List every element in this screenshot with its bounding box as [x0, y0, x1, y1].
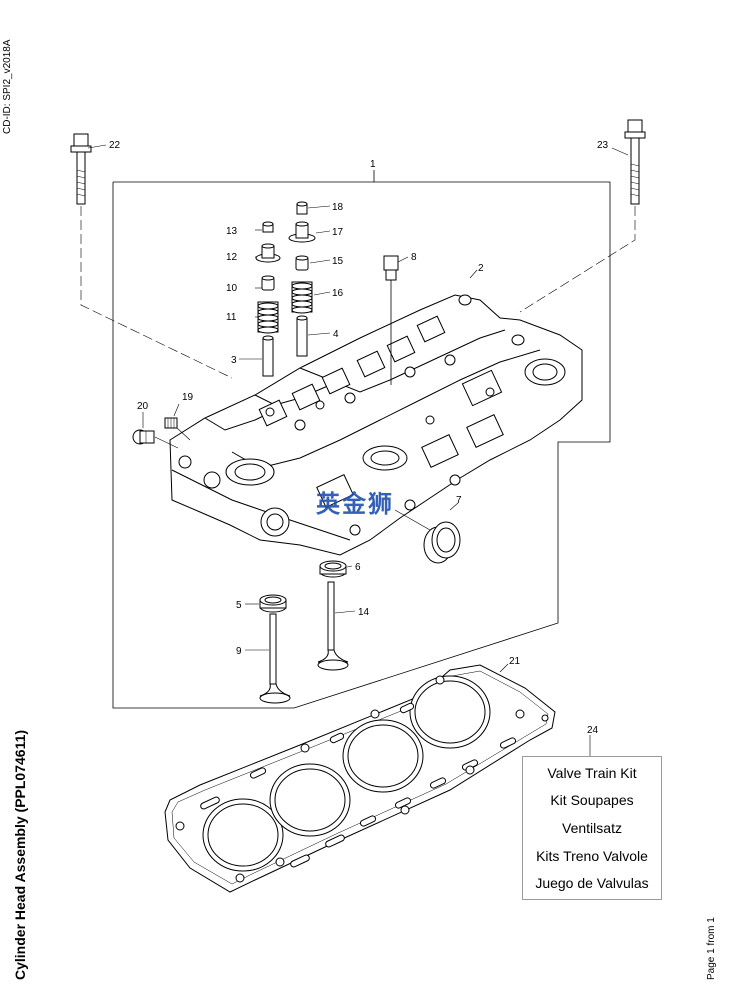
retainer-12 [255, 243, 281, 263]
callout-10: 10 [226, 283, 238, 294]
bolt-22 [70, 133, 92, 205]
valve-9 [259, 613, 291, 704]
callout-7: 7 [456, 495, 462, 506]
spring-16 [291, 281, 313, 314]
spring-11 [257, 301, 279, 334]
valve-14 [317, 581, 349, 671]
callout-13: 13 [226, 226, 238, 237]
valve-guide-3 [262, 335, 274, 377]
seal-15 [295, 255, 309, 271]
callout-20: 20 [137, 401, 149, 412]
seal-7 [423, 521, 461, 564]
callout-5: 5 [236, 600, 242, 611]
seal-10 [261, 275, 275, 291]
callout-18: 18 [332, 202, 344, 213]
kit-label-italian: Kits Treno Valvole [536, 847, 648, 864]
valve-train-kit-box: Valve Train Kit Kit Soupapes Ventilsatz … [522, 756, 662, 900]
valve-cap-13 [262, 221, 274, 233]
kit-label-french: Kit Soupapes [550, 792, 634, 809]
kit-label-english: Valve Train Kit [547, 764, 637, 781]
callout-9: 9 [236, 646, 242, 657]
callout-1: 1 [370, 159, 376, 170]
callout-21: 21 [509, 656, 521, 667]
seat-insert-6 [319, 560, 347, 578]
callout-2: 2 [478, 263, 484, 274]
callout-24: 24 [587, 725, 599, 736]
head-gasket-21 [164, 664, 556, 893]
callout-23: 23 [597, 140, 609, 151]
kit-label-german: Ventilsatz [562, 819, 622, 836]
sensor-8 [383, 255, 399, 385]
callout-11: 11 [226, 312, 237, 323]
callout-8: 8 [411, 252, 417, 263]
watermark-text: 英金狮 [316, 490, 394, 518]
plug-20 [132, 429, 155, 445]
fitting-19 [164, 417, 178, 429]
callout-22: 22 [109, 140, 121, 151]
retainer-17 [288, 221, 316, 243]
seat-insert-5 [259, 594, 287, 613]
callout-16: 16 [332, 288, 344, 299]
callout-17: 17 [332, 227, 344, 238]
kit-label-spanish: Juego de Valvulas [535, 875, 649, 892]
callout-12: 12 [226, 252, 238, 263]
valve-guide-4 [296, 315, 308, 357]
callout-6: 6 [355, 562, 361, 573]
callout-3: 3 [231, 355, 237, 366]
callout-15: 15 [332, 256, 344, 267]
page-number: Page 1 from 1 [706, 917, 717, 980]
callout-4: 4 [333, 329, 339, 340]
valve-cap-18 [296, 201, 308, 215]
cylinder-head-body [169, 294, 583, 556]
callout-14: 14 [358, 607, 370, 618]
assembly-boundary [112, 181, 611, 709]
bolt-23 [624, 119, 646, 205]
callout-19: 19 [182, 392, 194, 403]
page-title: Cylinder Head Assembly (PPL074611) [12, 729, 28, 980]
